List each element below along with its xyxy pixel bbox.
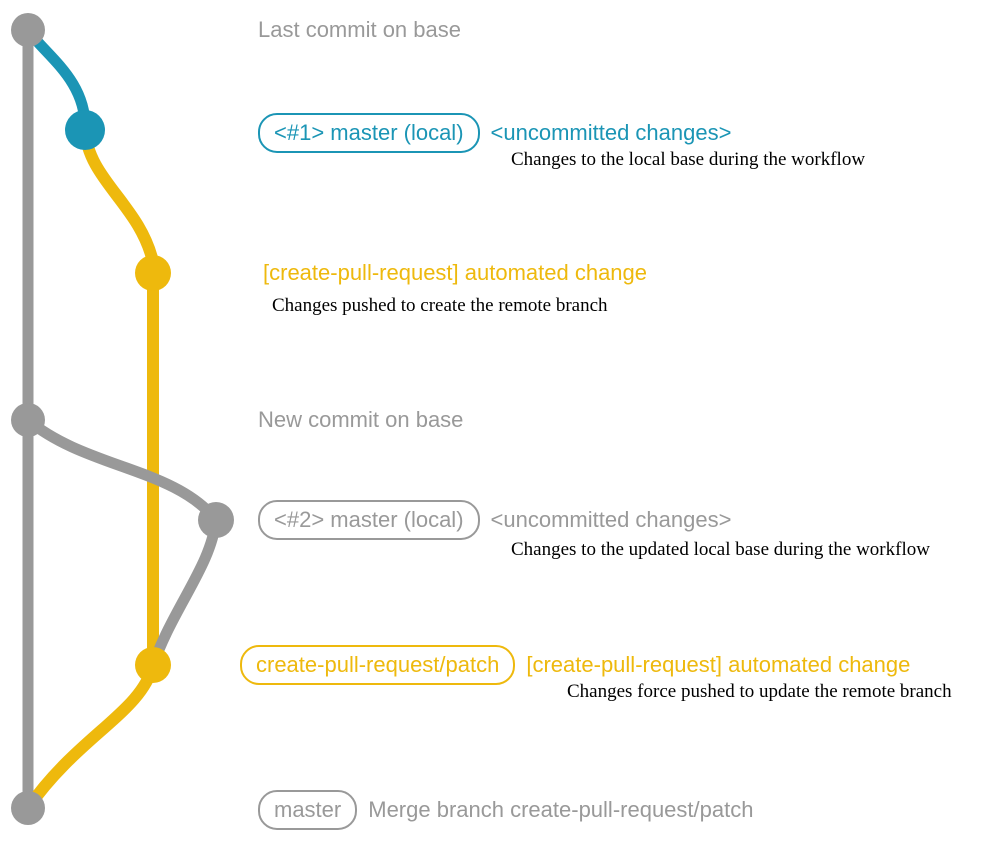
- branch-tag-create-pull-request-patch: create-pull-request/patch: [240, 645, 516, 685]
- commit3-description: Changes to the updated local base during…: [511, 539, 930, 560]
- branch-tag-master: master: [258, 790, 358, 830]
- merge-commit-title: Merge branch create-pull-request/patch: [368, 797, 754, 822]
- rebase-curve: [22, 414, 222, 671]
- commit1-row: <#1> master (local) <uncommitted changes…: [258, 113, 731, 153]
- commit-dot-patch-1: [135, 255, 171, 291]
- commit2-description: Changes pushed to create the remote bran…: [272, 295, 608, 316]
- commit3-title: <uncommitted changes>: [490, 507, 732, 532]
- merge-curve: [22, 659, 159, 814]
- commit4-title: [create-pull-request] automated change: [526, 652, 911, 677]
- commit2-title: [create-pull-request] automated change: [263, 260, 648, 285]
- commit-dot-patch-2: [135, 647, 171, 683]
- commit-dot-uncommitted-1: [65, 110, 105, 150]
- commit1-description: Changes to the local base during the wor…: [511, 149, 866, 170]
- merge-commit-row: master Merge branch create-pull-request/…: [258, 790, 753, 830]
- branch-tag-master-local-1: <#1> master (local): [258, 113, 480, 153]
- branch-tag-master-local-2: <#2> master (local): [258, 500, 480, 540]
- patch-branch-line: [79, 124, 159, 671]
- commit-graph: [11, 13, 234, 825]
- commit-dot-new-base: [11, 403, 45, 437]
- commit1-title: <uncommitted changes>: [490, 120, 732, 145]
- commit3-row: <#2> master (local) <uncommitted changes…: [258, 500, 731, 540]
- commit4-row: create-pull-request/patch [create-pull-r…: [240, 645, 910, 685]
- commit4-description: Changes force pushed to update the remot…: [567, 681, 952, 702]
- commit-dot-uncommitted-2: [198, 502, 234, 538]
- commit-dot-merge: [11, 791, 45, 825]
- label-last-commit-on-base: Last commit on base: [258, 17, 461, 42]
- commit-dot-last-base: [11, 13, 45, 47]
- label-new-commit-on-base: New commit on base: [258, 407, 464, 432]
